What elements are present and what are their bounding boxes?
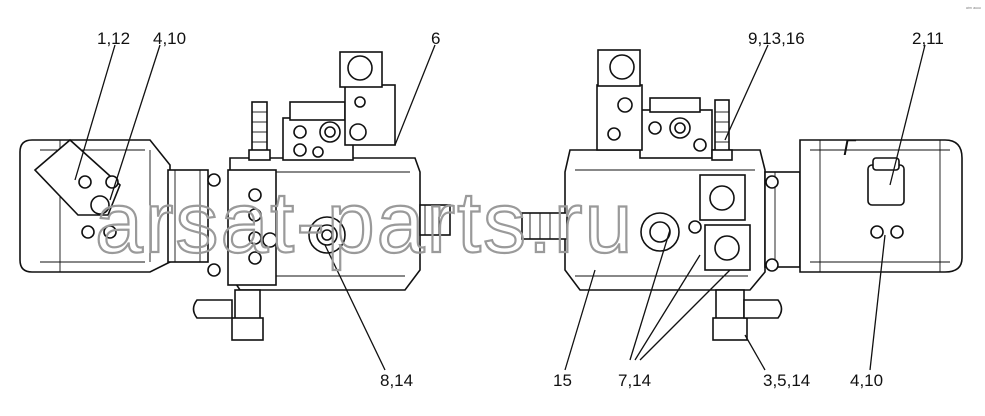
callout-3-5-14: 3,5,14 [763,371,810,390]
view-mark: Г [843,135,857,160]
callout-4-10-bottom: 4,10 [850,371,883,390]
corner-mark: ᵃᵗᵐ ᵃᵘᵘᵘ [966,6,981,12]
left-pump-assembly [19,51,451,341]
callout-1-12: 1,12 [97,29,130,48]
callout-15: 15 [553,371,572,390]
callout-6: 6 [431,29,440,48]
callout-8-14: 8,14 [380,371,413,390]
right-pump-assembly [521,49,963,341]
callout-7-14: 7,14 [618,371,651,390]
watermark-text: arsat-parts.ru [95,175,634,271]
callout-9-13-16: 9,13,16 [748,29,805,48]
leader-lines [74,44,926,371]
callout-4-10-top: 4,10 [153,29,186,48]
callout-2-11: 2,11 [912,29,944,48]
